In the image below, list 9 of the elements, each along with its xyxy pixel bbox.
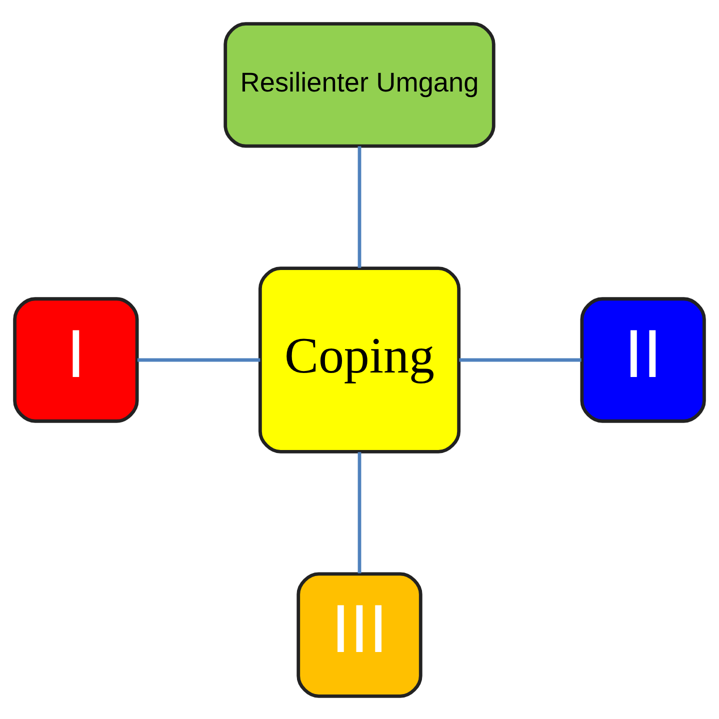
node-box: Resilienter Umgang xyxy=(224,22,496,148)
node-box: I xyxy=(13,296,139,422)
node-box: II xyxy=(580,296,706,422)
node-box: III xyxy=(296,572,422,698)
connector xyxy=(137,358,260,362)
node-box: Coping xyxy=(258,266,461,453)
connector xyxy=(358,146,362,268)
connector xyxy=(358,452,362,573)
connector xyxy=(459,358,582,362)
